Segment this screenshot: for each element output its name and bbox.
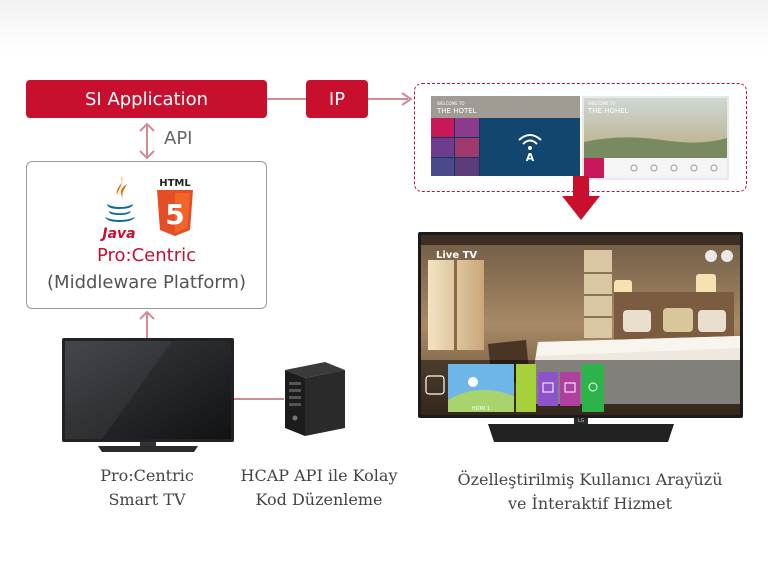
svg-text:WELCOME TO: WELCOME TO [437,101,465,106]
connector-tv-server [234,398,284,400]
connector-si-ip [267,98,306,100]
hotel-screen-right: WELCOME TO THE HOHEL [582,96,729,180]
caption-ui-line1: Özelleştirilmiş Kullanıcı Arayüzü [457,470,723,489]
lg-brand: LG [578,418,585,424]
html-version-text: 5 [165,198,184,231]
arrow-right-icon [401,92,413,106]
html-text: HTML [159,178,191,189]
svg-text:A: A [526,151,535,164]
top-band [0,0,768,52]
ip-box: IP [306,80,368,118]
html5-logo-icon: HTML 5 [157,178,193,236]
hotel-screen-left: WELCOME TO THE HOTEL A [431,96,580,176]
caption-hcap-line1: HCAP API ile Kolay [240,466,398,485]
caption-hcap-line2: Kod Düzenleme [255,490,383,509]
caption-ui: Özelleştirilmiş Kullanıcı Arayüzü ve İnt… [420,468,760,516]
ip-label: IP [328,88,346,110]
smart-tv-illustration [62,338,234,452]
server-illustration [285,362,345,436]
api-double-arrow-icon [139,122,155,160]
caption-ui-line2: ve İnteraktif Hizmet [507,494,673,513]
caption-smart-tv-line1: Pro:Centric [100,466,194,485]
right-screen-title: THE HOHEL [587,107,629,115]
api-label: API [164,128,193,149]
middleware-subtitle: (Middleware Platform) [47,272,246,293]
arrow-down-icon [562,176,600,220]
live-tv-label: Live TV [436,250,477,261]
procentric-name: Pro:Centric [96,245,197,266]
hdmi-tile-label: HDMI 1 [472,406,490,412]
si-application-label: SI Application [84,88,209,110]
caption-smart-tv: Pro:Centric Smart TV [72,464,222,512]
svg-text:WELCOME TO: WELCOME TO [588,101,616,106]
caption-hcap: HCAP API ile Kolay Kod Düzenleme [222,464,416,512]
si-application-box: SI Application [26,80,267,118]
java-text: Java [99,226,135,242]
connector-ip-screens [368,98,408,100]
left-screen-title: THE HOTEL [436,107,477,115]
hotel-tv-illustration: Live TV HDMI 1 LG [418,232,743,442]
middleware-platform-box: Java HTML 5 Pro:Centric (Middleware Plat… [26,161,267,309]
caption-smart-tv-line2: Smart TV [108,490,186,509]
java-logo-icon: Java [99,176,136,242]
arrow-up-icon [139,310,155,341]
